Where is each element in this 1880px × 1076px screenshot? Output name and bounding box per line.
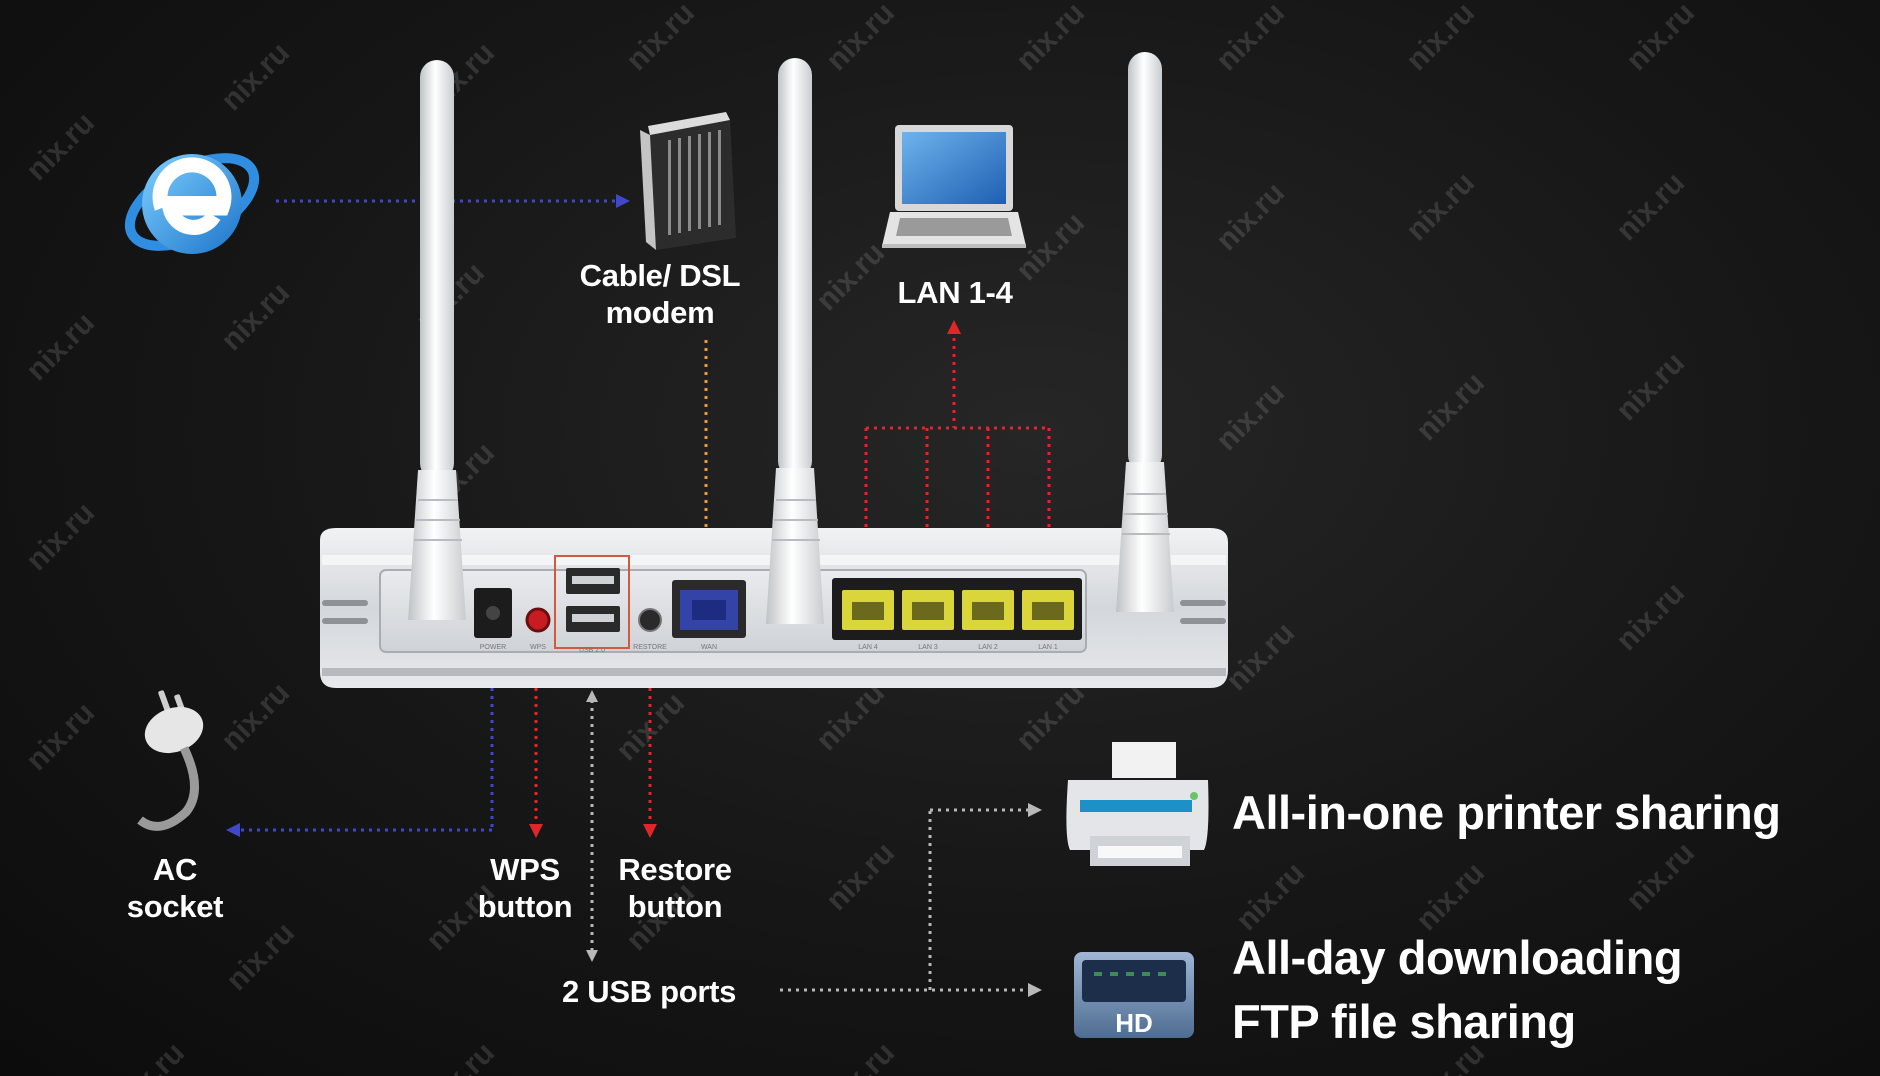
ac-socket-label: AC socket — [100, 852, 250, 925]
modem-label: Cable/ DSL modem — [560, 258, 760, 331]
port-label-lan4: LAN 4 — [858, 644, 878, 651]
printer-icon — [1066, 742, 1209, 866]
antennas — [408, 52, 1174, 624]
ac-label-line1: AC — [152, 852, 198, 887]
port-label-lan1: LAN 1 — [1038, 644, 1058, 651]
antenna-left — [408, 60, 466, 620]
port-label-lan2: LAN 2 — [978, 644, 998, 651]
restore-button-label: Restore button — [600, 852, 750, 925]
download-sharing-feature: All-day downloading FTP file sharing — [1232, 926, 1683, 1054]
antenna-center — [766, 58, 824, 624]
usb-ports-label: 2 USB ports — [562, 974, 737, 1009]
download-feature-line1: All-day downloading — [1232, 931, 1683, 984]
wps-label-line1: WPS — [490, 852, 560, 887]
laptop-icon — [882, 125, 1026, 248]
port-label-lan3: LAN 3 — [918, 644, 938, 651]
hard-drive-icon: HD — [1074, 952, 1194, 1038]
restore-label-line1: Restore — [618, 852, 732, 887]
port-label-power: POWER — [480, 644, 506, 651]
restore-label-line2: button — [627, 888, 723, 924]
ac-plug-icon — [137, 690, 204, 831]
port-label-usb: USB 2.0 — [579, 647, 605, 654]
wps-button-label: WPS button — [460, 852, 590, 925]
modem-label-line1: Cable/ DSL — [579, 258, 741, 293]
modem-label-line2: modem — [605, 294, 715, 330]
wps-button-graphic — [525, 607, 551, 633]
ac-label-line2: socket — [126, 888, 224, 924]
lan-label: LAN 1-4 — [897, 275, 1013, 310]
port-label-wps: WPS — [530, 644, 546, 651]
port-label-restore: RESTORE — [633, 644, 667, 651]
restore-button-graphic — [638, 608, 662, 632]
printer-sharing-feature: All-in-one printer sharing — [1232, 786, 1781, 839]
internet-explorer-icon — [124, 153, 260, 254]
hdd-label: HD — [1115, 1008, 1153, 1038]
wps-label-line2: button — [477, 888, 573, 924]
antenna-right — [1116, 52, 1174, 612]
modem-icon — [640, 112, 736, 250]
download-feature-line2: FTP file sharing — [1232, 994, 1576, 1048]
port-label-wan: WAN — [701, 644, 717, 651]
